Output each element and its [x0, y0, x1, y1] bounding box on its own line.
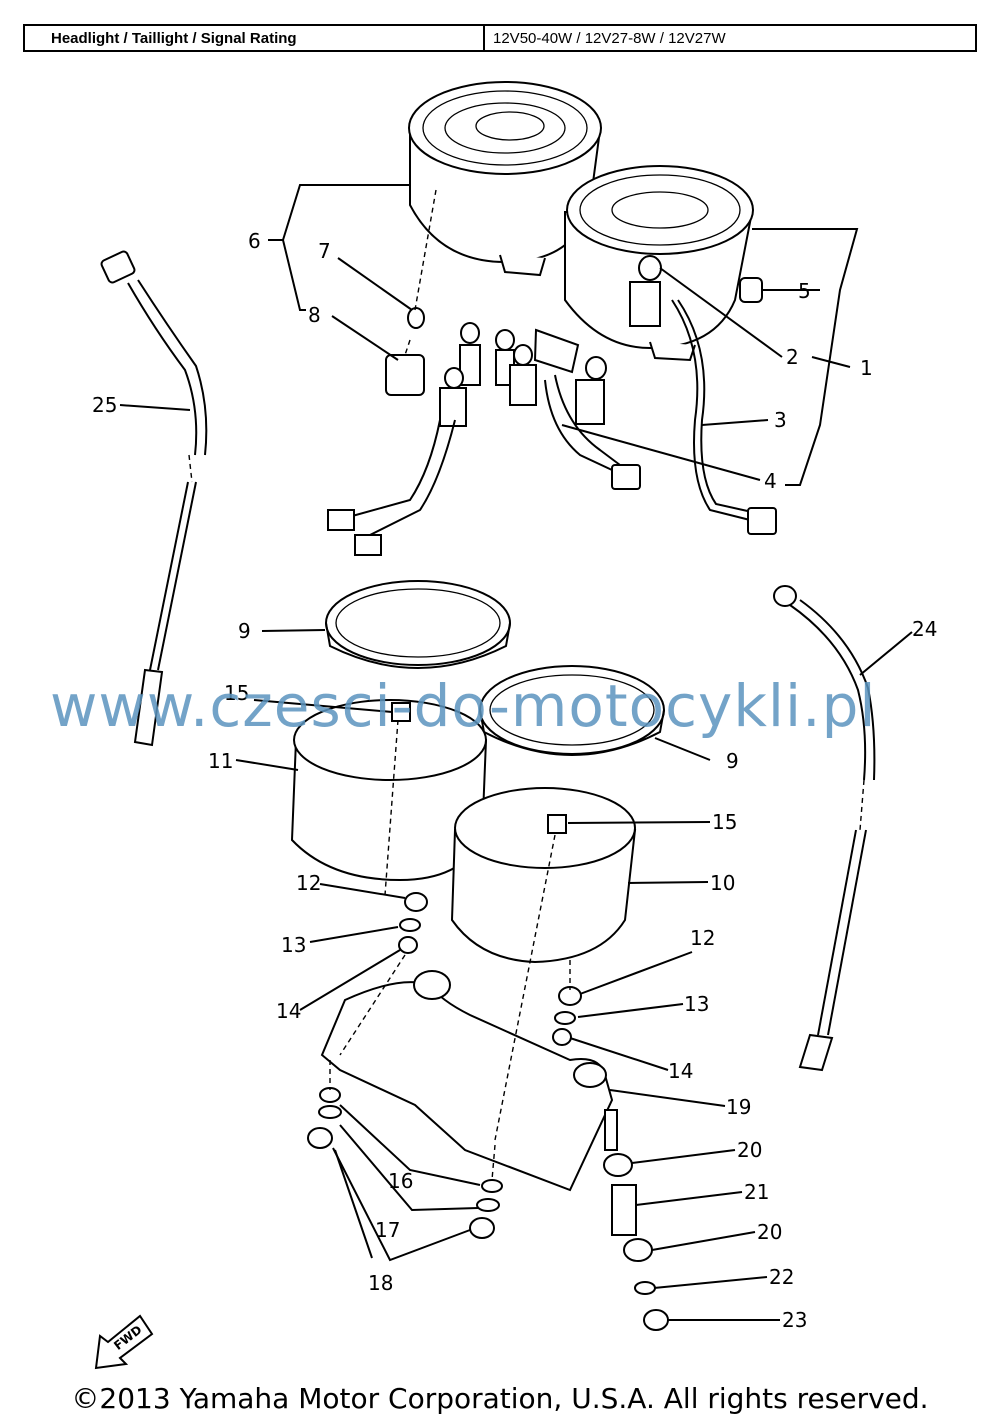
watermark: www.czesci-do-motocykli.pl	[50, 672, 877, 740]
callout-1: 1	[860, 356, 873, 380]
tachometer-cable	[773, 585, 876, 1072]
callout-3: 3	[774, 408, 787, 432]
tachometer-assembly	[564, 165, 763, 362]
callout-9-lower: 9	[726, 749, 739, 773]
speedometer-assembly	[408, 81, 602, 277]
fwd-arrow-icon: FWD	[94, 1314, 154, 1370]
spec-table: Headlight / Taillight / Signal Rating 12…	[23, 24, 977, 52]
callout-13-left: 13	[281, 933, 306, 957]
callout-21: 21	[744, 1180, 769, 1204]
meter-lamp-harness	[327, 255, 777, 556]
assembly-lines	[188, 189, 865, 1181]
copyright-notice: ©2013 Yamaha Motor Corporation, U.S.A. A…	[71, 1382, 929, 1415]
callout-12-left: 12	[296, 871, 321, 895]
leader-lines	[119, 184, 913, 1321]
meter-ring-left	[325, 580, 511, 669]
callout-23: 23	[782, 1308, 807, 1332]
callout-11: 11	[208, 749, 233, 773]
callout-5: 5	[798, 279, 811, 303]
spec-value: 12V50-40W / 12V27-8W / 12V27W	[493, 29, 726, 47]
callout-19: 19	[726, 1095, 751, 1119]
callout-16: 16	[388, 1169, 413, 1193]
callout-14-left: 14	[276, 999, 301, 1023]
spec-label: Headlight / Taillight / Signal Rating	[25, 26, 485, 50]
callout-15-left: 15	[224, 681, 249, 705]
meter-case-right	[450, 787, 637, 964]
callout-8: 8	[308, 303, 321, 327]
callout-14-right: 14	[668, 1059, 693, 1083]
meter-bracket	[320, 970, 614, 1192]
callout-9-upper: 9	[238, 619, 251, 643]
meter-ring-right	[479, 665, 665, 756]
callout-18: 18	[368, 1271, 393, 1295]
callout-2: 2	[786, 345, 799, 369]
callout-12-right: 12	[690, 926, 715, 950]
callout-17: 17	[375, 1218, 400, 1242]
mount-hardware	[307, 892, 669, 1331]
callout-20-lower: 20	[757, 1220, 782, 1244]
callout-numbers: 1 2 3 4 5 6 7 8 9 9 10 11 12 12 13 13 14…	[92, 229, 937, 1332]
callout-22: 22	[769, 1265, 794, 1289]
callout-4: 4	[764, 469, 777, 493]
callout-20-upper: 20	[737, 1138, 762, 1162]
callout-7: 7	[318, 239, 331, 263]
callout-6: 6	[248, 229, 261, 253]
speedometer-cable	[100, 250, 208, 747]
callout-24: 24	[912, 617, 937, 641]
callout-15-right: 15	[712, 810, 737, 834]
meter-case-left	[290, 699, 488, 882]
callout-25: 25	[92, 393, 117, 417]
callout-10: 10	[710, 871, 735, 895]
callout-13-right: 13	[684, 992, 709, 1016]
